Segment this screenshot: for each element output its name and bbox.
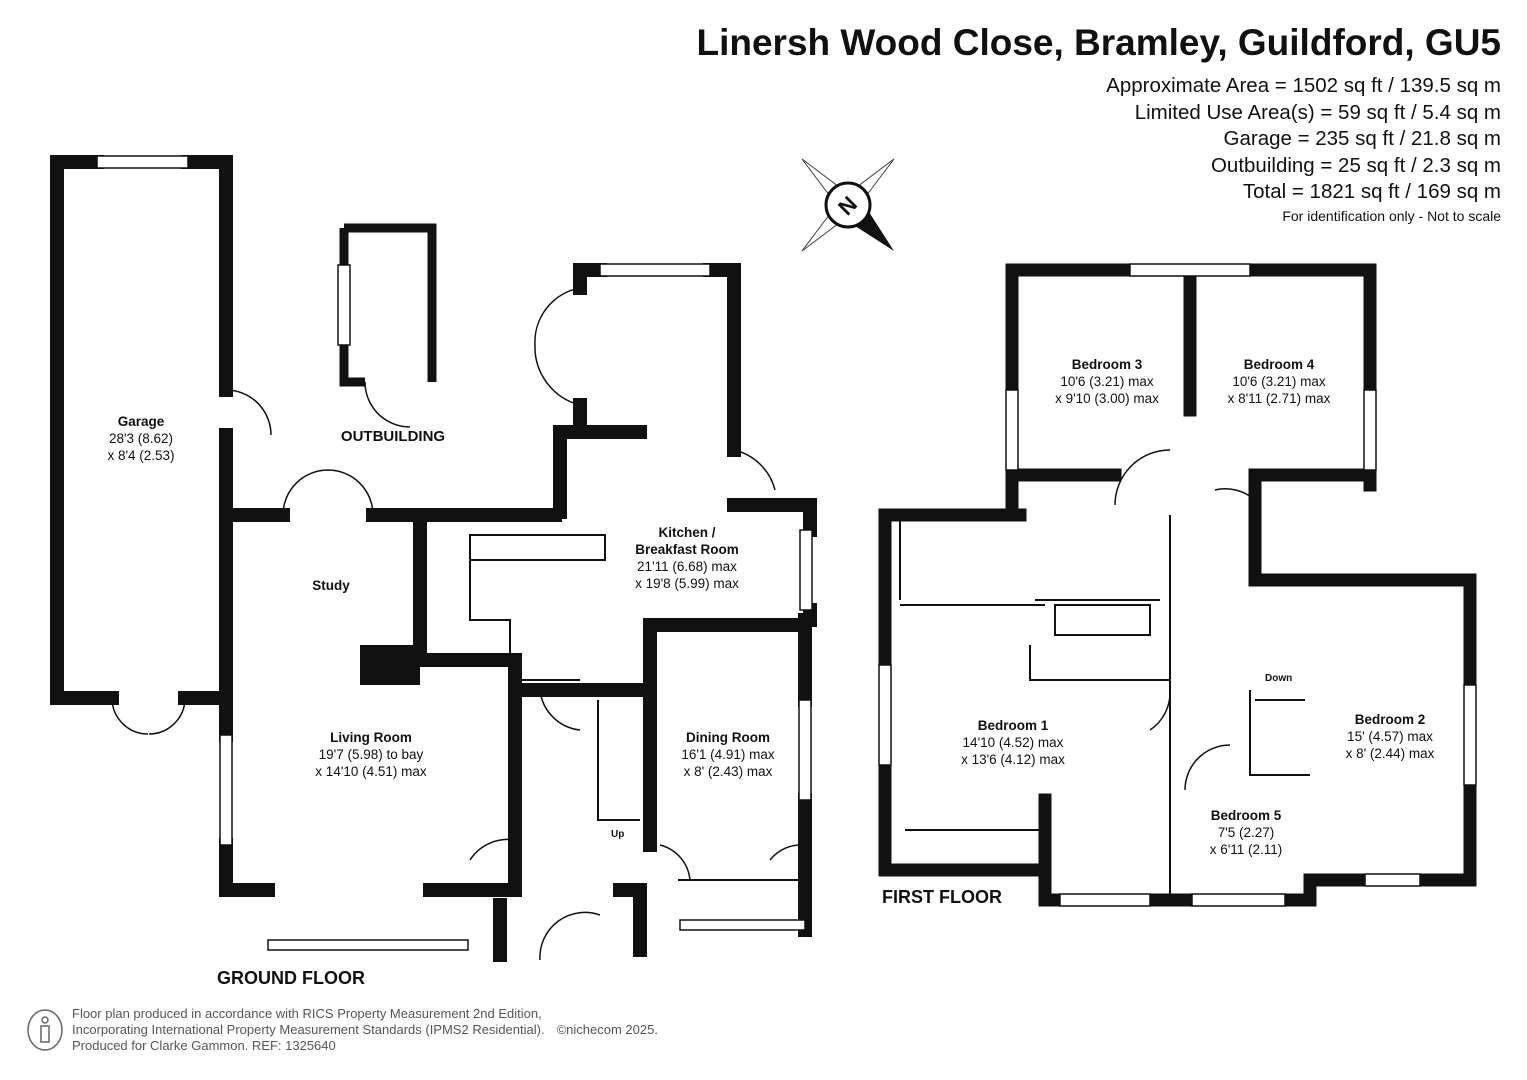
footer-line: Incorporating International Property Mea… [72,1022,658,1037]
room-outbuilding: OUTBUILDING [340,428,446,445]
area-line: Total = 1821 sq ft / 169 sq m [1242,180,1501,203]
page-title: Linersh Wood Close, Bramley, Guildford, … [696,22,1501,63]
footer-disclaimer: Floor plan produced in accordance with R… [72,1006,658,1054]
area-line: Garage = 235 sq ft / 21.8 sq m [1223,127,1501,150]
footer-line: Floor plan produced in accordance with R… [72,1006,542,1021]
compass-icon [801,158,895,252]
area-line: Limited Use Area(s) = 59 sq ft / 5.4 sq … [1134,100,1501,124]
chimney-block [360,645,420,685]
scale-note: For identification only - Not to scale [1282,207,1501,224]
interior-lines [469,515,1310,900]
area-line: Approximate Area = 1502 sq ft / 139.5 sq… [1106,74,1501,97]
ground-floor-walls [50,155,817,962]
doors [111,287,1256,961]
windows [96,155,1477,951]
info-person-icon [27,1009,63,1051]
room-study: Study [312,578,350,593]
area-line: Outbuilding = 25 sq ft / 2.3 sq m [1210,153,1501,177]
first-floor-label: FIRST FLOOR [882,887,1002,907]
first-floor-walls [878,263,1477,907]
footer-line: Produced for Clarke Gammon. REF: 1325640 [72,1038,336,1053]
outbuilding-walls [339,223,437,387]
area-summary: Approximate Area = 1502 sq ft / 139.5 sq… [1106,73,1501,226]
stairs-up-label: Up [611,829,625,840]
ground-floor-label: GROUND FLOOR [217,968,365,988]
copyright: ©nichecom 2025. [556,1022,658,1037]
stairs-down-label: Down [1265,673,1293,684]
